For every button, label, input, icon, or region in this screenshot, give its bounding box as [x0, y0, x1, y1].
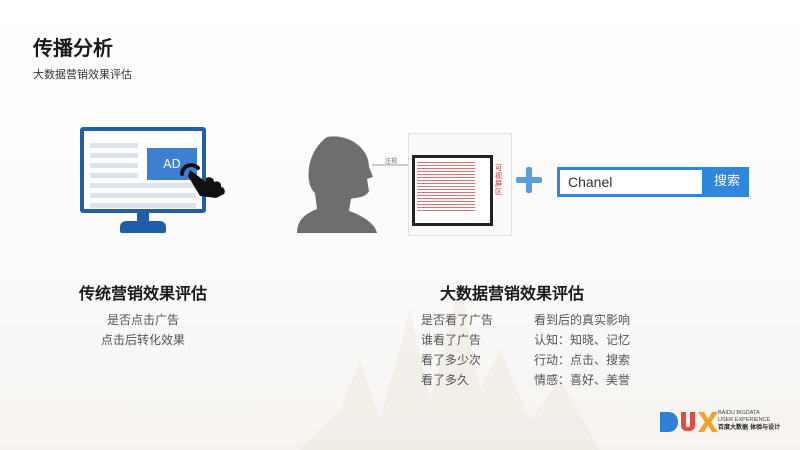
monitor-stand-neck: [137, 213, 149, 223]
bigdata-left-item: 是否看了广告: [421, 313, 494, 327]
bigdata-right-item: 认知：知晓、记忆: [534, 333, 631, 347]
visible-area-label: 可视屏区: [495, 164, 502, 196]
content-line: [90, 153, 138, 158]
content-line: [90, 173, 138, 178]
eye-tracking-diagram: 可视屏区: [408, 133, 512, 236]
traditional-heading: 传统营销效果评估: [78, 284, 207, 303]
pointing-hand-icon: [180, 163, 225, 198]
person-silhouette-icon: [297, 136, 377, 233]
sight-line: [372, 164, 412, 166]
logo-text: BAIDU BIGDATA USER EXPERIENCE 百度大数据 体验与设…: [718, 410, 780, 431]
traditional-item: 是否点击广告: [106, 313, 179, 327]
content-line: [90, 183, 196, 188]
gaze-heat-lines: [417, 162, 475, 212]
logo-line-1: BAIDU BIGDATA: [718, 410, 760, 416]
dux-logo: [660, 412, 718, 432]
bigdata-heading: 大数据营销效果评估: [440, 284, 585, 303]
content-line: [90, 163, 138, 168]
search-box: Chanel 搜索: [557, 167, 749, 197]
traditional-item: 点击后转化效果: [100, 333, 185, 347]
page-subtitle: 大数据营销效果评估: [33, 68, 132, 81]
bigdata-left-item: 看了多少次: [421, 353, 482, 367]
search-input[interactable]: Chanel: [557, 167, 705, 197]
content-line: [90, 143, 138, 148]
background-spikes-decoration: [300, 280, 600, 450]
plus-icon: [516, 167, 542, 193]
bigdata-right-item: 看到后的真实影响: [534, 313, 631, 327]
content-line: [90, 203, 196, 208]
page-title: 传播分析: [33, 36, 113, 60]
search-button[interactable]: 搜索: [705, 167, 749, 197]
bigdata-left-item: 看了多久: [421, 373, 470, 387]
bigdata-right-item: 情感：喜好、美誉: [534, 373, 631, 387]
sight-label: 注视: [385, 158, 398, 165]
logo-line-2: USER EXPERIENCE: [718, 417, 771, 423]
content-line: [90, 193, 196, 198]
bigdata-right-item: 行动：点击、搜索: [534, 353, 631, 367]
bigdata-left-item: 谁看了广告: [421, 333, 482, 347]
logo-line-3: 百度大数据 体验与设计: [718, 424, 781, 431]
monitor-stand-base: [120, 221, 166, 233]
